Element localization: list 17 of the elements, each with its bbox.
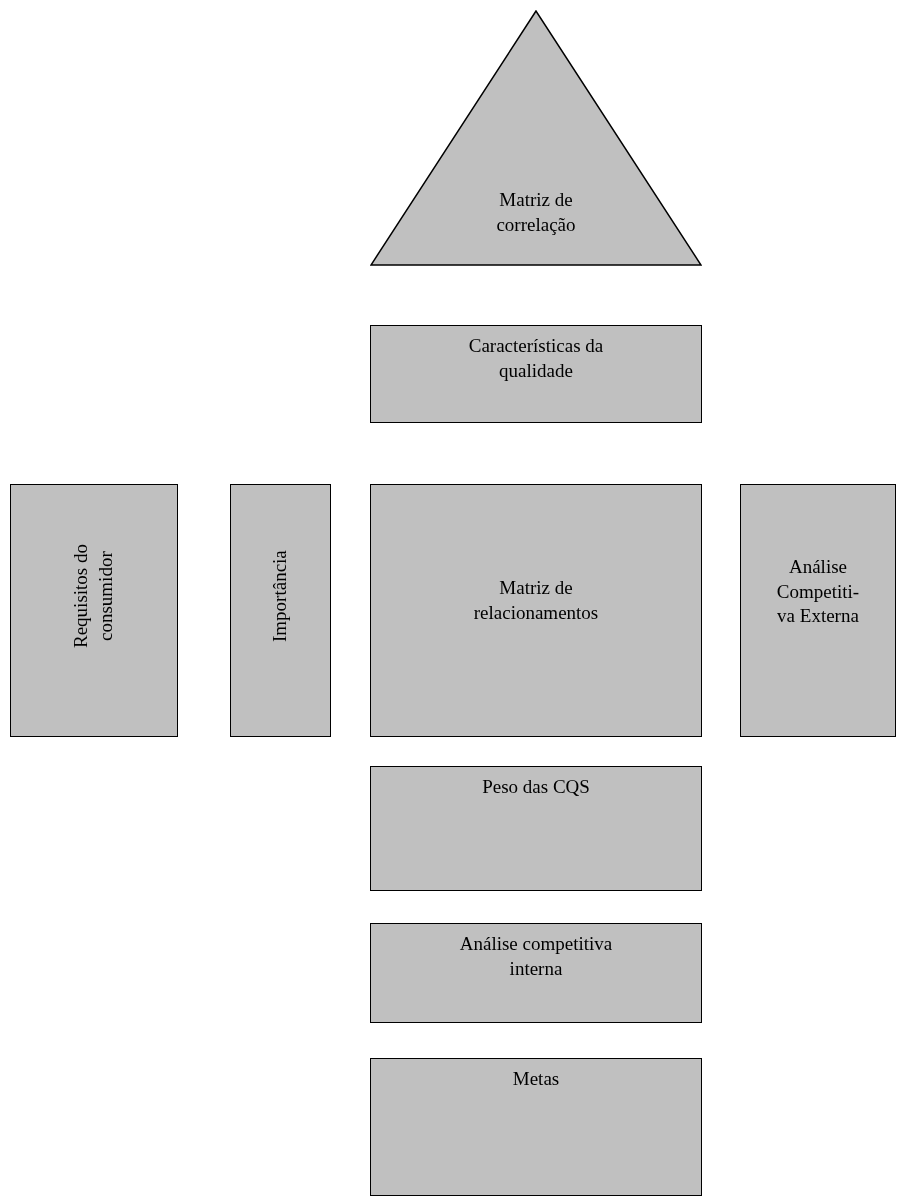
node-label: Análise competitiva interna (458, 932, 614, 981)
node-label: Peso das CQS (481, 775, 591, 799)
process-box (230, 484, 331, 737)
process-box (10, 484, 178, 737)
process-box (740, 484, 896, 737)
node-label: Requisitos do consumidor (69, 542, 117, 650)
process-box (370, 923, 702, 1023)
process-box (370, 766, 702, 891)
node-label: Importância (268, 548, 292, 644)
node-label: Metas (511, 1067, 561, 1091)
node-label: Matriz de relacionamentos (472, 575, 600, 625)
process-box (370, 325, 702, 423)
node-label: Características da qualidade (467, 334, 605, 383)
node-label: Matriz de correlação (495, 188, 577, 237)
process-box (370, 1058, 702, 1196)
process-box (370, 484, 702, 737)
node-label: Análise Competiti- va Externa (775, 555, 861, 629)
